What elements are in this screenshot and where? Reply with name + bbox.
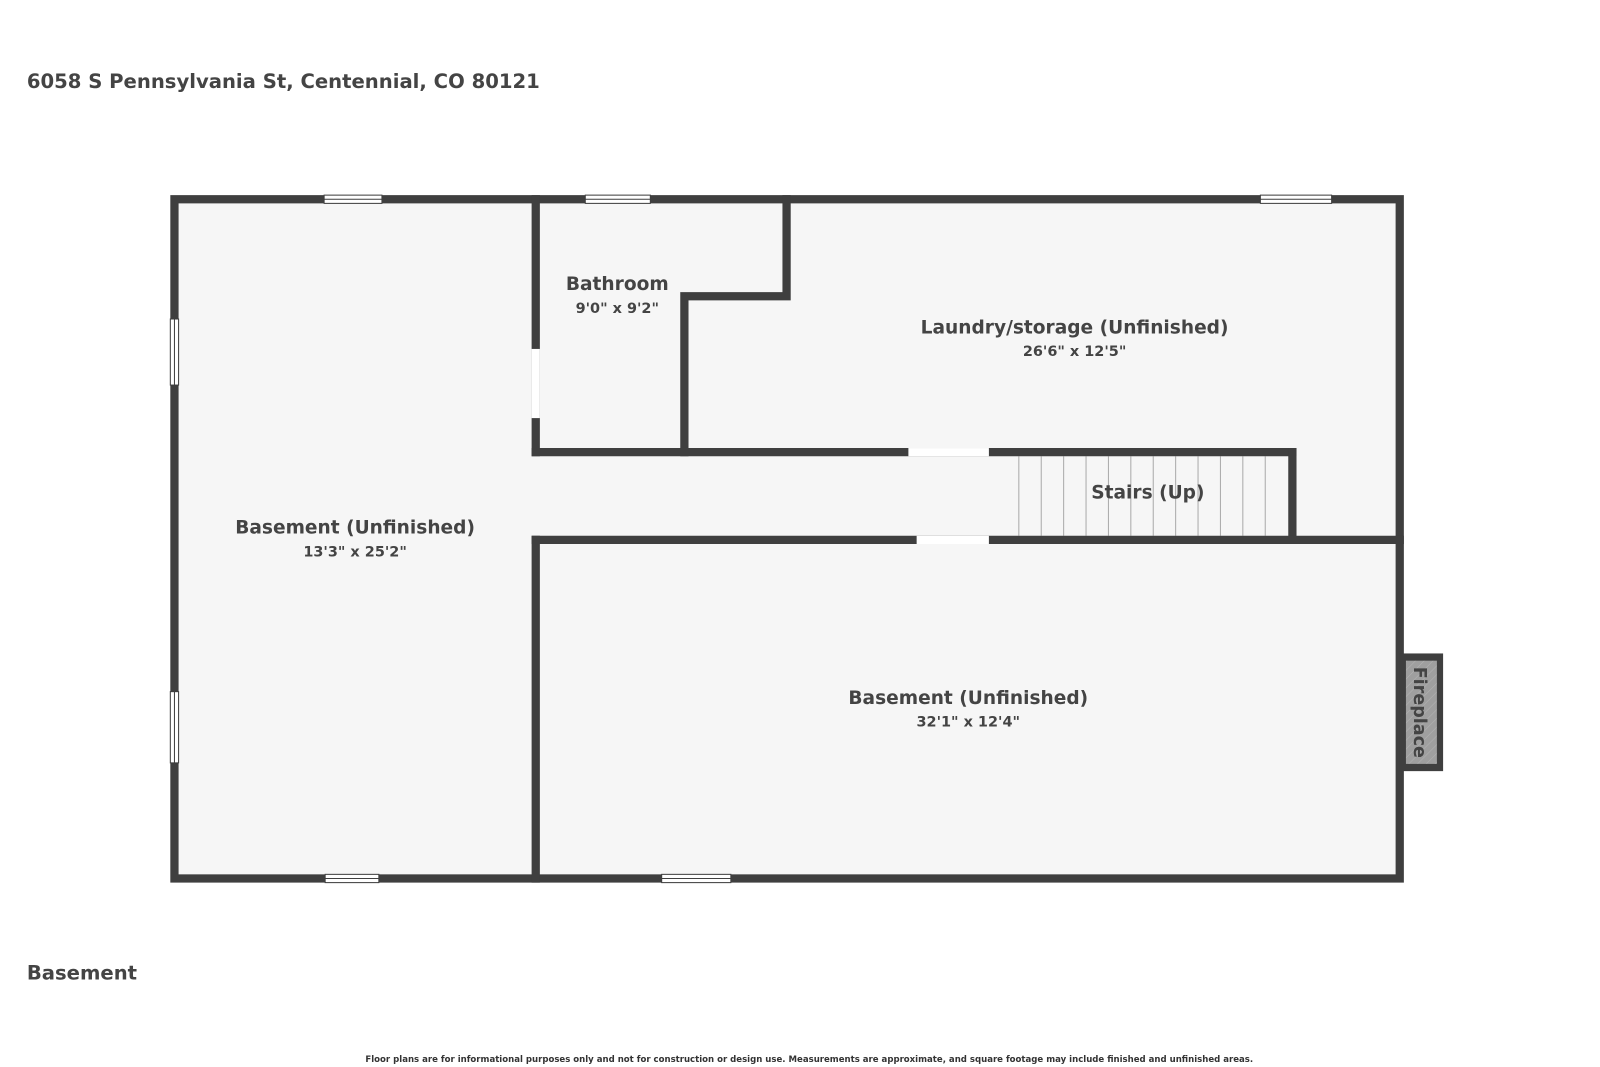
room-label: Basement (Unfinished)	[848, 688, 1088, 709]
room-dimensions: 26'6" x 12'5"	[1023, 344, 1127, 360]
stairs	[1018, 456, 1266, 536]
floor-name: Basement	[27, 962, 137, 985]
fireplace: Fireplace	[1399, 653, 1444, 772]
room-dimensions: 32'1" x 12'4"	[916, 715, 1020, 731]
doorway	[531, 348, 540, 419]
room-label: Basement (Unfinished)	[235, 518, 475, 539]
doorway	[916, 535, 989, 545]
room-label: Fireplace	[1409, 667, 1429, 758]
room-dimensions: 9'0" x 9'2"	[576, 301, 659, 317]
room-dimensions: 13'3" x 25'2"	[303, 544, 407, 560]
room-label: Stairs (Up)	[1091, 483, 1204, 504]
room-label: Bathroom	[566, 274, 669, 295]
room-label: Laundry/storage (Unfinished)	[921, 317, 1229, 338]
windows	[169, 194, 1333, 884]
address-title: 6058 S Pennsylvania St, Centennial, CO 8…	[27, 70, 540, 93]
doorway	[908, 448, 989, 457]
disclaimer: Floor plans are for informational purpos…	[365, 1055, 1253, 1065]
